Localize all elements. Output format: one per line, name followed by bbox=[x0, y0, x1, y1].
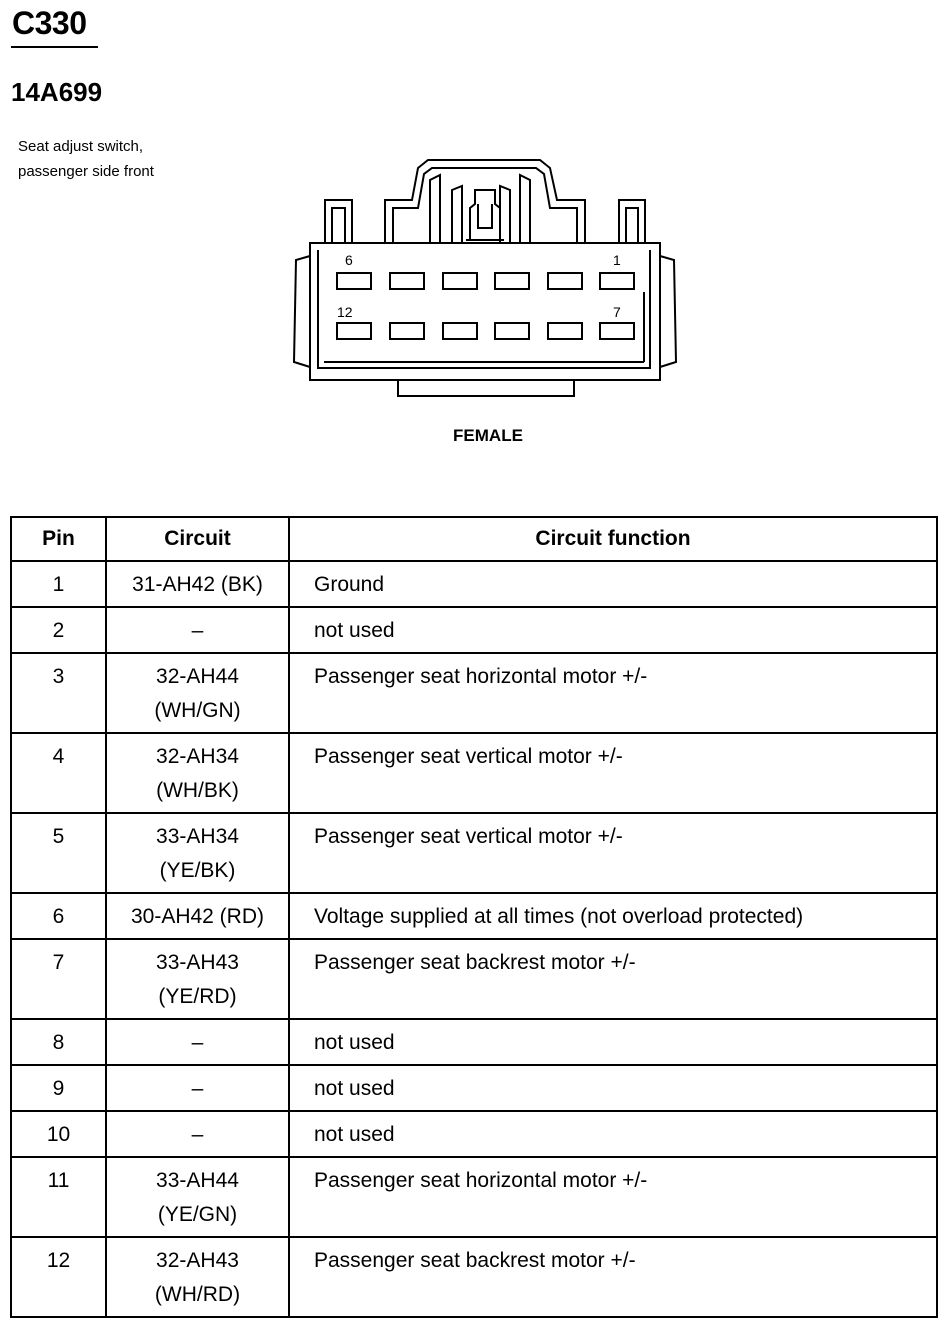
table-row: 11 33-AH44(YE/GN) Passenger seat horizon… bbox=[10, 1156, 938, 1238]
header-circuit: Circuit bbox=[105, 516, 290, 562]
circuit-function: Voltage supplied at all times (not overl… bbox=[288, 892, 938, 940]
circuit-code: 33-AH34(YE/BK) bbox=[105, 812, 290, 894]
table-row: 5 33-AH34(YE/BK) Passenger seat vertical… bbox=[10, 812, 938, 894]
cavity-6 bbox=[336, 272, 372, 290]
circuit-code: 33-AH44(YE/GN) bbox=[105, 1156, 290, 1238]
circuit-function: Ground bbox=[288, 560, 938, 608]
face-label-top-left: 6 bbox=[345, 252, 353, 268]
circuit-function: Passenger seat horizontal motor +/- bbox=[288, 652, 938, 734]
circuit-code: – bbox=[105, 1064, 290, 1112]
description-line-1: Seat adjust switch, bbox=[18, 138, 144, 155]
circuit-code: – bbox=[105, 1018, 290, 1066]
face-label-bottom-left: 12 bbox=[337, 304, 353, 320]
cavity-9 bbox=[494, 322, 530, 340]
circuit-code: 31-AH42 (BK) bbox=[105, 560, 290, 608]
title-underline bbox=[11, 46, 98, 48]
pin-number: 1 bbox=[10, 560, 107, 608]
pin-number: 5 bbox=[10, 812, 107, 894]
cavity-2 bbox=[547, 272, 583, 290]
circuit-code: 32-AH43(WH/RD) bbox=[105, 1236, 290, 1318]
cavity-12 bbox=[336, 322, 372, 340]
circuit-function: Passenger seat vertical motor +/- bbox=[288, 812, 938, 894]
description-line-2: passenger side front bbox=[18, 163, 154, 180]
cavity-4 bbox=[442, 272, 478, 290]
circuit-function: Passenger seat vertical motor +/- bbox=[288, 732, 938, 814]
circuit-function: Passenger seat backrest motor +/- bbox=[288, 938, 938, 1020]
table-row: 1 31-AH42 (BK) Ground bbox=[10, 560, 938, 608]
connector-gender-label: FEMALE bbox=[453, 426, 523, 445]
header-function: Circuit function bbox=[288, 516, 938, 562]
pinout-table: Pin Circuit Circuit function 1 31-AH42 (… bbox=[10, 516, 938, 1318]
cavity-8 bbox=[547, 322, 583, 340]
circuit-function: not used bbox=[288, 1110, 938, 1158]
housing-right-tab bbox=[659, 255, 678, 368]
pin-number: 10 bbox=[10, 1110, 107, 1158]
circuit-code: 30-AH42 (RD) bbox=[105, 892, 290, 940]
table-row: 2 – not used bbox=[10, 606, 938, 654]
table-row: 12 32-AH43(WH/RD) Passenger seat backres… bbox=[10, 1236, 938, 1318]
cavity-10 bbox=[442, 322, 478, 340]
circuit-function: Passenger seat horizontal motor +/- bbox=[288, 1156, 938, 1238]
connector-description: Seat adjust switch, passenger side front bbox=[18, 134, 154, 184]
circuit-code: 32-AH34(WH/BK) bbox=[105, 732, 290, 814]
table-row: 6 30-AH42 (RD) Voltage supplied at all t… bbox=[10, 892, 938, 940]
circuit-code: 33-AH43(YE/RD) bbox=[105, 938, 290, 1020]
pin-number: 4 bbox=[10, 732, 107, 814]
cavity-7 bbox=[599, 322, 635, 340]
connector-id: C330 bbox=[12, 5, 87, 41]
table-header-row: Pin Circuit Circuit function bbox=[10, 516, 938, 562]
table-row: 4 32-AH34(WH/BK) Passenger seat vertical… bbox=[10, 732, 938, 814]
pin-number: 2 bbox=[10, 606, 107, 654]
housing-inner-frame bbox=[317, 250, 651, 369]
header-pin: Pin bbox=[10, 516, 107, 562]
pin-number: 6 bbox=[10, 892, 107, 940]
table-row: 8 – not used bbox=[10, 1018, 938, 1066]
cavity-3 bbox=[494, 272, 530, 290]
table-row: 10 – not used bbox=[10, 1110, 938, 1158]
cavity-11 bbox=[389, 322, 425, 340]
pin-number: 12 bbox=[10, 1236, 107, 1318]
circuit-function: not used bbox=[288, 1064, 938, 1112]
pin-number: 9 bbox=[10, 1064, 107, 1112]
cavity-1 bbox=[599, 272, 635, 290]
table-row: 9 – not used bbox=[10, 1064, 938, 1112]
circuit-function: not used bbox=[288, 606, 938, 654]
pin-number: 11 bbox=[10, 1156, 107, 1238]
housing-bottom-key bbox=[397, 380, 575, 397]
table-row: 3 32-AH44(WH/GN) Passenger seat horizont… bbox=[10, 652, 938, 734]
circuit-code: 32-AH44(WH/GN) bbox=[105, 652, 290, 734]
left-latch-post bbox=[324, 199, 353, 243]
connector-face-diagram: 6 1 12 7 bbox=[292, 159, 678, 397]
housing-left-tab bbox=[292, 255, 311, 368]
table-row: 7 33-AH43(YE/RD) Passenger seat backrest… bbox=[10, 938, 938, 1020]
part-number: 14A699 bbox=[11, 77, 103, 107]
center-locking-latch bbox=[384, 159, 586, 243]
pin-number: 8 bbox=[10, 1018, 107, 1066]
face-label-bottom-right: 7 bbox=[613, 304, 621, 320]
pin-number: 3 bbox=[10, 652, 107, 734]
cavity-5 bbox=[389, 272, 425, 290]
circuit-code: – bbox=[105, 606, 290, 654]
right-latch-post bbox=[618, 199, 646, 243]
circuit-code: – bbox=[105, 1110, 290, 1158]
connector-housing bbox=[309, 242, 661, 381]
pin-number: 7 bbox=[10, 938, 107, 1020]
circuit-function: Passenger seat backrest motor +/- bbox=[288, 1236, 938, 1318]
circuit-function: not used bbox=[288, 1018, 938, 1066]
face-label-top-right: 1 bbox=[613, 252, 621, 268]
